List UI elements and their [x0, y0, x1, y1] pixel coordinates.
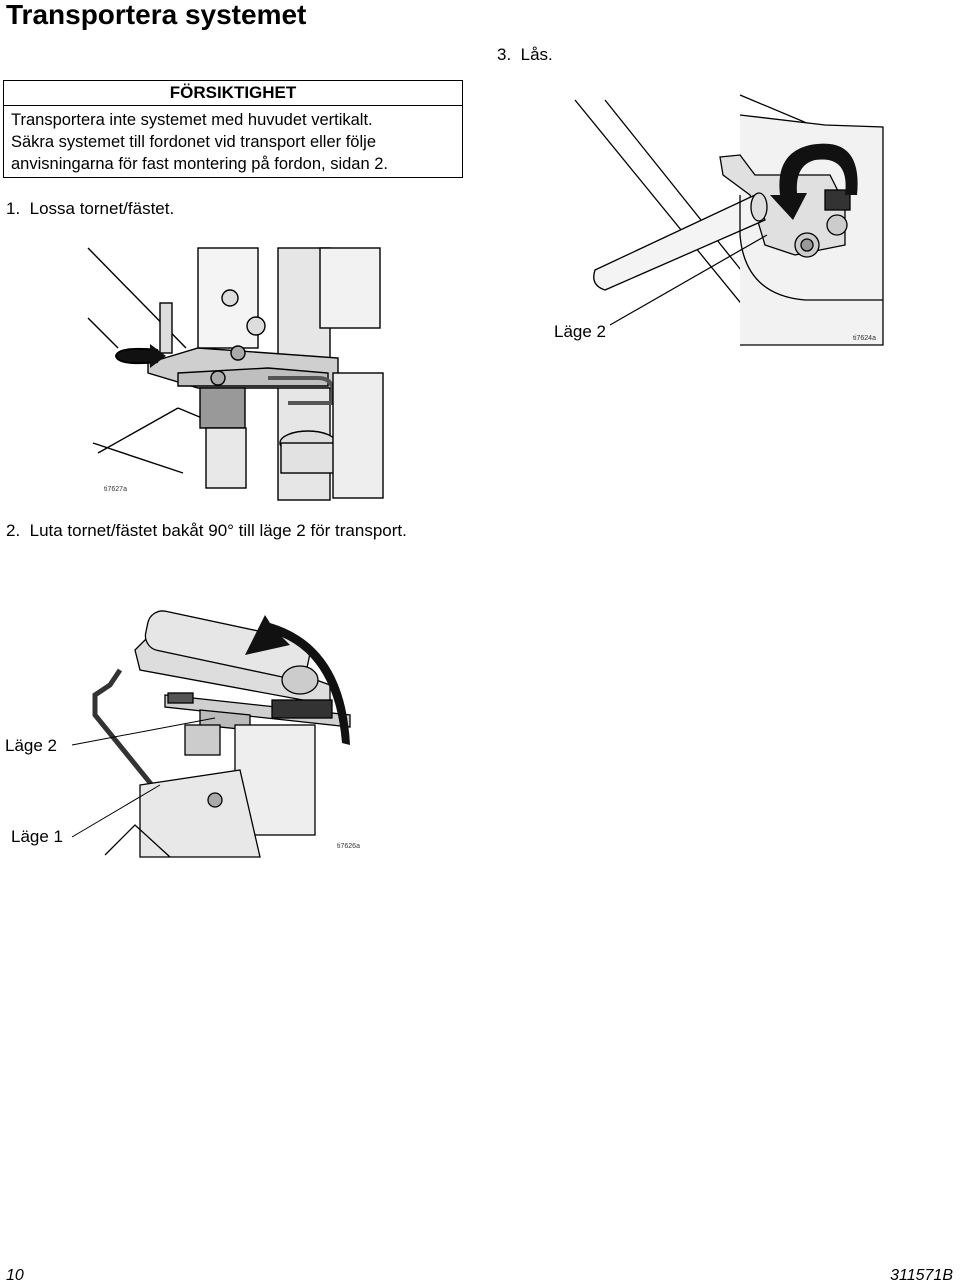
caution-box: FÖRSIKTIGHET Transportera inte systemet … [3, 80, 463, 178]
page-number: 10 [6, 1267, 24, 1284]
caution-line: anvisningarna för fast montering på ford… [11, 155, 388, 173]
step-3-text: 3. Lås. [497, 45, 553, 64]
figure-lock: ti7624a [545, 94, 885, 350]
document-number: 311571B [890, 1267, 953, 1284]
leader-line [71, 717, 216, 746]
figure-id: ti7624a [853, 335, 876, 342]
figure-id: ti7627a [104, 486, 127, 493]
position-1-label: Läge 1 [11, 827, 63, 846]
step-2-text: 2. Luta tornet/fästet bakåt 90° till läg… [6, 521, 407, 540]
figure-id: ti7626a [337, 843, 360, 850]
leader-line [71, 784, 161, 838]
page-title: Transportera systemet [6, 0, 307, 30]
step-1-text: 1. Lossa tornet/fästet. [6, 199, 175, 218]
figure-3-illustration [574, 94, 884, 346]
leader-line [609, 234, 768, 326]
rotate-arrow-icon [245, 615, 350, 745]
figure-2-illustration [71, 610, 351, 858]
position-2-label: Läge 2 [554, 322, 606, 341]
rotate-arrow-icon [114, 344, 166, 368]
figure-tilt-tower: Läge 2 Läge 1 ti7626a [0, 575, 370, 858]
caution-line: Säkra systemet till fordonet vid transpo… [11, 133, 376, 151]
figure-loosen-tower: ti7627a [87, 247, 388, 503]
caution-heading: FÖRSIKTIGHET [4, 81, 462, 106]
caution-body: Transportera inte systemet med huvudet v… [4, 106, 462, 175]
position-2-label: Läge 2 [5, 736, 57, 755]
rotate-arrow-icon [770, 143, 858, 220]
figure-1-illustration [87, 247, 384, 501]
caution-line: Transportera inte systemet med huvudet v… [11, 111, 373, 129]
